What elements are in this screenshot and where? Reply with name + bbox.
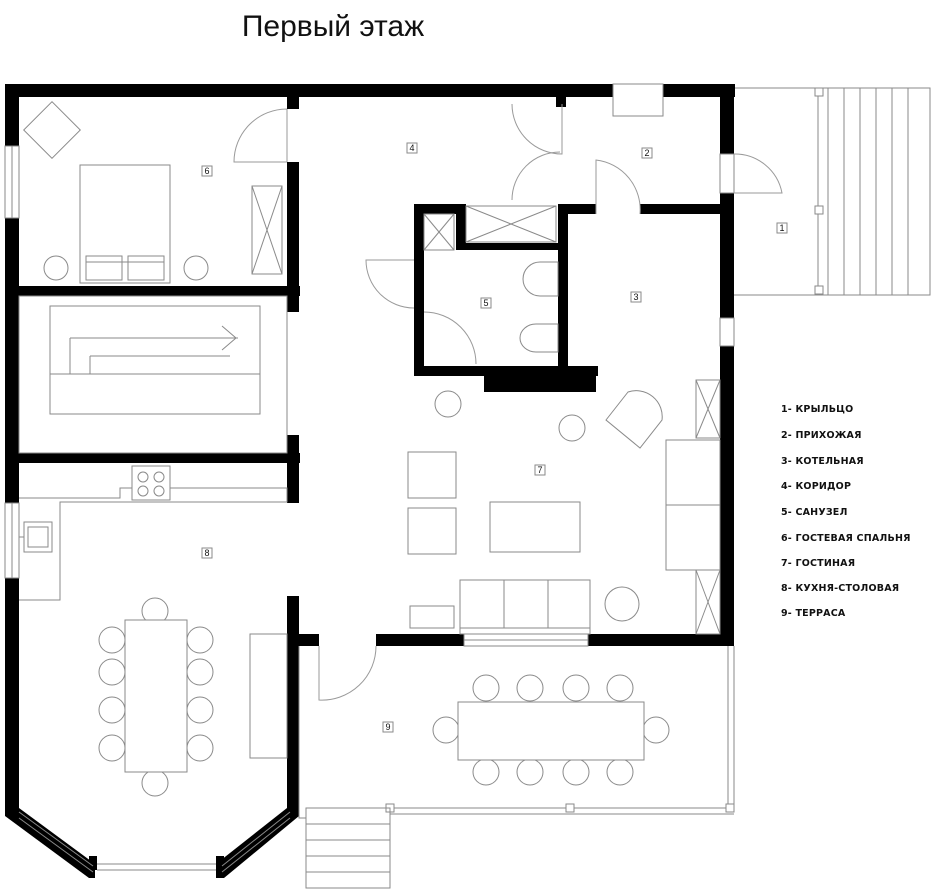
svg-text:1: 1 <box>779 223 784 233</box>
legend-item-5: 5- САНУЗЕЛ <box>781 507 848 518</box>
legend-item-4: 4- КОРИДОР <box>781 481 851 492</box>
room-label-2: 2 <box>641 147 653 159</box>
legend-item-1: 1- КРЫЛЬЦО <box>781 404 853 415</box>
room-label-7: 7 <box>534 464 546 476</box>
legend-item-3: 3- КОТЕЛЬНАЯ <box>781 456 864 467</box>
room-label-6: 6 <box>201 165 213 177</box>
svg-text:9: 9 <box>385 722 390 732</box>
plan-title: Первый этаж <box>242 10 424 43</box>
svg-text:7: 7 <box>537 465 542 475</box>
staircase <box>18 295 288 454</box>
kitchen-furniture <box>19 465 288 797</box>
legend-item-7: 7- ГОСТИНАЯ <box>781 558 855 569</box>
legend-item-9: 9- ТЕРРАСА <box>781 608 846 619</box>
svg-text:3: 3 <box>633 292 638 302</box>
svg-text:5: 5 <box>483 298 488 308</box>
porch-steps <box>732 87 931 296</box>
room-label-1: 1 <box>776 222 788 234</box>
room-label-3: 3 <box>630 291 642 303</box>
svg-text:2: 2 <box>644 148 649 158</box>
terrace <box>298 646 735 889</box>
svg-text:4: 4 <box>409 143 414 153</box>
legend-item-2: 2- ПРИХОЖАЯ <box>781 430 862 441</box>
doors <box>233 103 783 701</box>
svg-text:6: 6 <box>204 166 209 176</box>
legend-item-8: 8- КУХНЯ-СТОЛОВАЯ <box>781 583 899 594</box>
room-label-5: 5 <box>480 297 492 309</box>
legend: 1- КРЫЛЬЦО 2- ПРИХОЖАЯ 3- КОТЕЛЬНАЯ 4- К… <box>781 404 911 619</box>
living-furniture <box>407 379 721 635</box>
room-label-4: 4 <box>406 142 418 154</box>
kitchen-bay <box>18 811 291 873</box>
windows <box>4 83 735 647</box>
svg-text:8: 8 <box>204 548 209 558</box>
bedroom-furniture <box>23 101 283 284</box>
bathroom-furniture <box>423 205 559 353</box>
legend-item-6: 6- ГОСТЕВАЯ СПАЛЬНЯ <box>781 533 911 544</box>
room-labels: 1 2 3 4 5 6 7 8 <box>201 142 788 733</box>
room-label-9: 9 <box>382 721 394 733</box>
room-label-8: 8 <box>201 547 213 559</box>
